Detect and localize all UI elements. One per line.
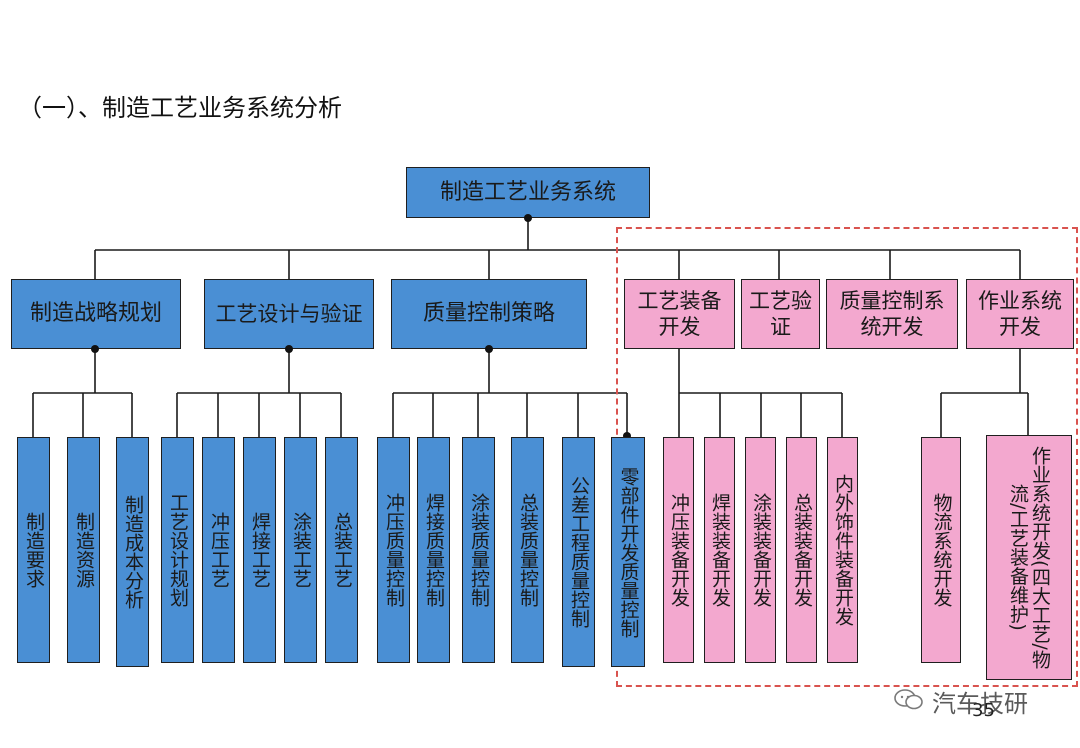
junction-dot xyxy=(623,432,631,440)
leaf-strategy: 制造要求 xyxy=(17,437,50,663)
chat-bubble-icon xyxy=(894,689,923,710)
leaf-strategy: 制造资源 xyxy=(67,437,100,663)
leaf-operation: 物流系统开发 xyxy=(921,437,961,663)
node-equipment-dev: 工艺装备开发 xyxy=(624,279,735,349)
node-operation-system-dev: 作业系统开发 xyxy=(966,279,1074,349)
leaf-design: 冲压工艺 xyxy=(202,437,235,663)
junction-dot xyxy=(485,345,493,353)
leaf-quality: 焊接质量控制 xyxy=(417,437,450,663)
page-heading: （一）、制造工艺业务系统分析 xyxy=(18,94,342,122)
leaf-equipment: 总装装备开发 xyxy=(786,437,817,663)
watermark-text: 汽车技研 xyxy=(932,690,1028,718)
node-manufacturing-strategy: 制造战略规划 xyxy=(11,279,181,349)
leaf-equipment: 焊装装备开发 xyxy=(704,437,735,663)
leaf-design: 涂装工艺 xyxy=(284,437,317,663)
node-quality-system-dev: 质量控制系统开发 xyxy=(826,279,958,349)
leaf-equipment: 内外饰件装备开发 xyxy=(827,437,858,663)
junction-dot xyxy=(524,214,532,222)
leaf-design: 焊接工艺 xyxy=(243,437,276,663)
leaf-quality: 涂装质量控制 xyxy=(462,437,495,663)
leaf-design: 工艺设计规划 xyxy=(161,437,194,663)
leaf-quality: 总装质量控制 xyxy=(511,437,544,663)
leaf-quality: 公差工程质量控制 xyxy=(562,437,595,667)
junction-dot xyxy=(285,345,293,353)
leaf-quality: 冲压质量控制 xyxy=(377,437,410,663)
leaf-operation-detail: 作业系统开发(四大工艺/物流/工艺装备维护) xyxy=(986,435,1072,680)
leaf-design: 总装工艺 xyxy=(325,437,358,663)
root-node: 制造工艺业务系统 xyxy=(406,167,650,218)
leaf-equipment: 涂装装备开发 xyxy=(745,437,776,663)
page-number: 35 xyxy=(972,700,995,721)
junction-dot xyxy=(91,345,99,353)
leaf-equipment: 冲压装备开发 xyxy=(663,437,694,663)
node-process-design: 工艺设计与验证 xyxy=(204,279,374,349)
leaf-strategy: 制造成本分析 xyxy=(116,437,149,667)
leaf-quality: 零部件开发质量控制 xyxy=(611,437,645,667)
node-process-validation: 工艺验证 xyxy=(741,279,820,349)
node-quality-strategy: 质量控制策略 xyxy=(391,279,587,349)
